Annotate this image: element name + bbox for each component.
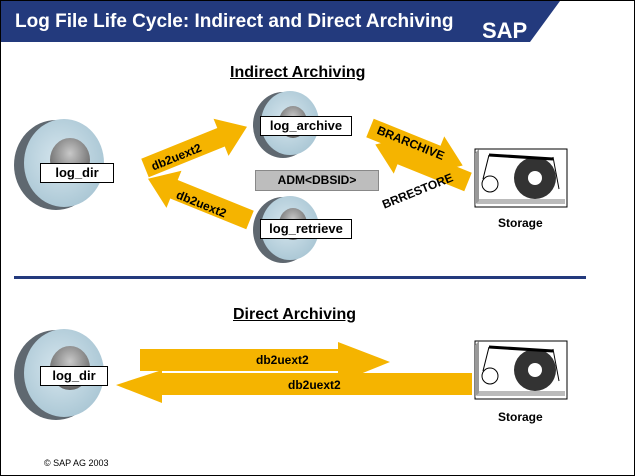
sap-logo-text: SAP (482, 18, 527, 43)
log-dir-label: log_dir (40, 366, 108, 386)
arrow-direct-left (116, 370, 472, 403)
page-title: Log File Life Cycle: Indirect and Direct… (15, 11, 454, 32)
arrow-label-db2uext2: db2uext2 (256, 353, 309, 367)
indirect-archiving-title: Indirect Archiving (230, 64, 366, 81)
arrow-label-db2uext2: db2uext2 (288, 378, 341, 392)
tape-storage-icon (474, 148, 568, 208)
arrow-direct-right (140, 342, 390, 383)
log-archive-label: log_archive (260, 116, 352, 136)
storage-label: Storage (498, 216, 543, 230)
arrow-brrestore (375, 136, 472, 192)
direct-archiving-title: Direct Archiving (233, 306, 356, 323)
header-bar: Log File Life Cycle: Indirect and Direct… (1, 1, 483, 42)
arrow-db2uext2-to-archive (141, 118, 247, 178)
arrow-db2uext2-from-retrieve (148, 170, 254, 230)
section-divider (14, 276, 586, 279)
log-retrieve-label: log_retrieve (260, 219, 352, 239)
copyright: © SAP AG 2003 (44, 458, 109, 468)
adm-dbsid-label: ADM<DBSID> (255, 170, 379, 191)
tape-storage-icon (474, 340, 568, 400)
storage-label: Storage (498, 410, 543, 424)
log-dir-label: log_dir (40, 163, 114, 183)
